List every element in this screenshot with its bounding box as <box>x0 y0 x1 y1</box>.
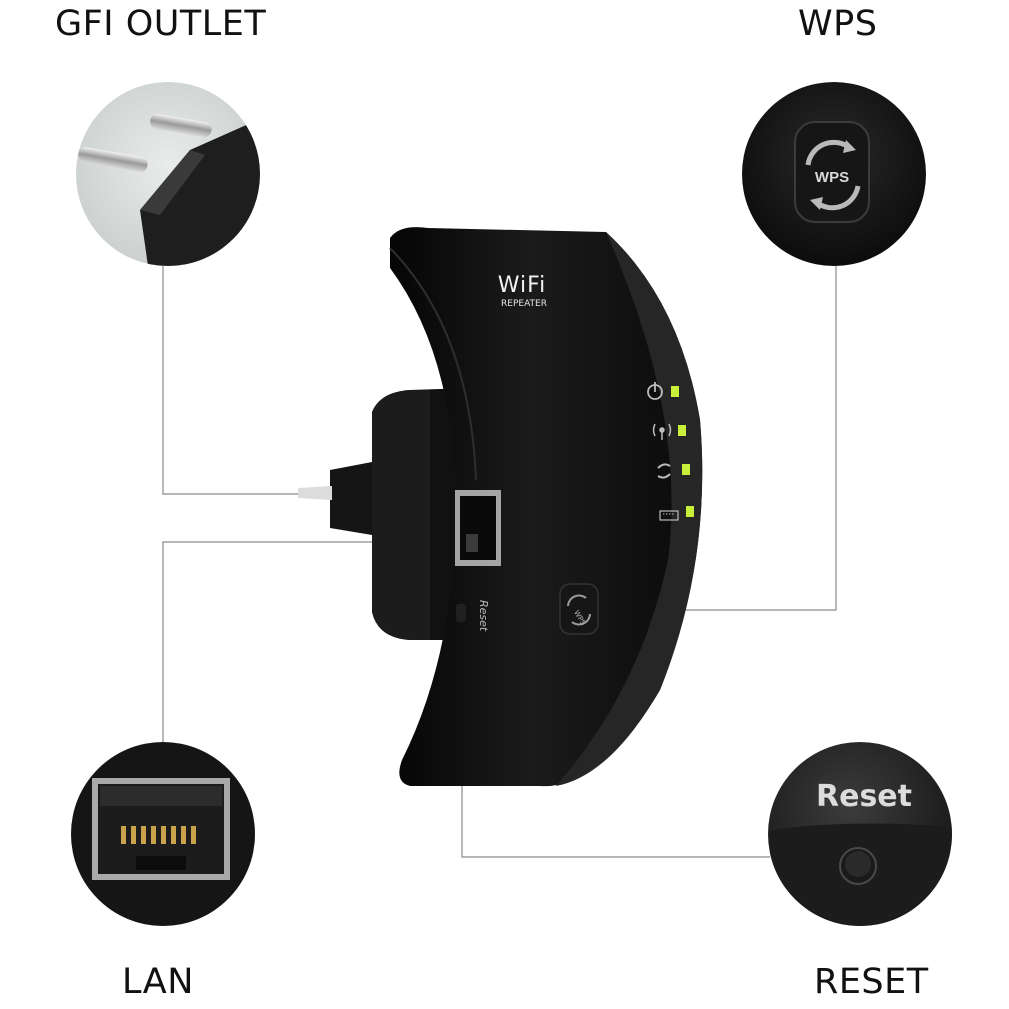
reset-closeup-text: Reset <box>816 779 912 814</box>
wps-closeup: WPS <box>742 82 926 266</box>
sync-icon <box>657 463 671 479</box>
wps-button: WPS <box>559 583 599 635</box>
reset-label: RESET <box>814 962 929 1002</box>
reset-closeup: Reset <box>768 742 952 926</box>
plug-pin <box>298 486 332 500</box>
lan-closeup <box>71 742 255 926</box>
reset-port-text: Reset <box>477 600 490 632</box>
lan-port-icon <box>659 510 679 521</box>
wireless-signal-icon <box>652 423 672 440</box>
power-icon <box>647 382 663 400</box>
lan-port <box>455 490 501 566</box>
reset-hole <box>456 604 466 622</box>
wps-label: WPS <box>798 4 878 44</box>
repeater-body <box>390 227 703 787</box>
wireless-led <box>678 425 686 436</box>
lan-callout-line <box>162 541 466 742</box>
sync-led <box>682 464 690 475</box>
gfi-outlet-label: GFI OUTLET <box>55 4 267 44</box>
repeater-device: WiFi REPEATER <box>298 227 703 787</box>
repeater-logo: REPEATER <box>501 299 547 309</box>
lan-led <box>686 506 694 517</box>
plug-closeup <box>76 82 260 266</box>
lan-label: LAN <box>122 962 194 1002</box>
gfi-callout-line <box>162 266 298 495</box>
power-led <box>671 386 679 397</box>
wps-closeup-text: WPS <box>815 169 849 186</box>
wifi-logo: WiFi <box>498 273 547 298</box>
